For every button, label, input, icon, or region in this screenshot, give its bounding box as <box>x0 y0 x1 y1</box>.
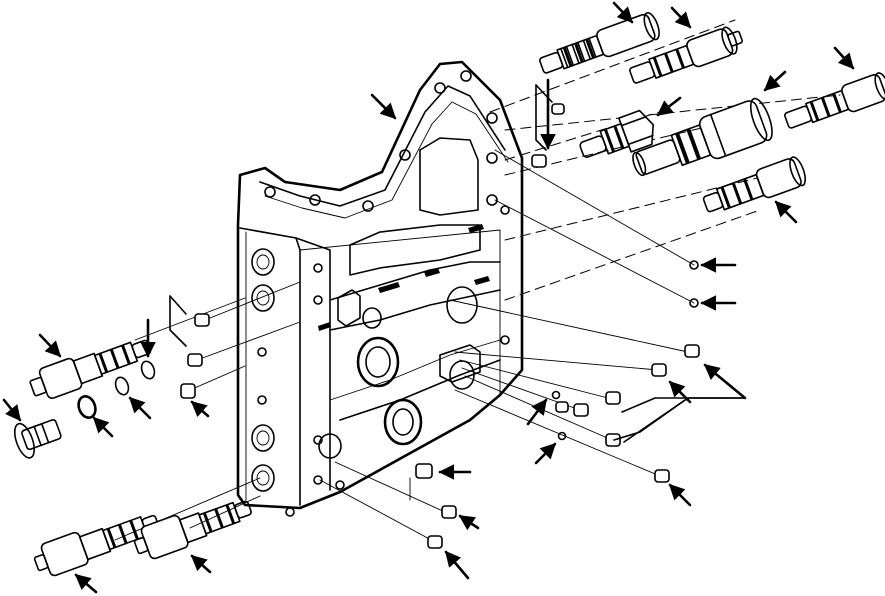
callout-arrow-oring-3 <box>92 416 114 438</box>
callout-arrow-solenoid-2 <box>670 6 692 29</box>
solenoid-valve-top-center <box>629 26 744 84</box>
leader-brackets <box>169 84 746 443</box>
callout-arrows <box>2 1 855 594</box>
callout-arrow-plug-r1 <box>703 363 747 400</box>
callout-arrow-sensor <box>656 96 682 117</box>
callout-arrow-solenoid-l1 <box>38 333 62 358</box>
solenoid-valve-top-left <box>539 12 660 74</box>
solenoid-valve-right <box>702 156 807 213</box>
callout-arrow-solenoid-4 <box>774 200 798 224</box>
callout-arrow-solenoid-3 <box>833 46 855 70</box>
callout-arrow-solenoid-l2 <box>74 573 98 594</box>
orifice-plugs-left <box>180 313 210 399</box>
callout-arrow-plug-l <box>2 398 22 422</box>
callout-arrow-plug-l2 <box>190 400 210 418</box>
pressure-regulator-valve <box>632 97 773 177</box>
check-balls <box>551 260 699 441</box>
valve-body <box>236 60 524 517</box>
orifice-plugs-top <box>531 103 565 168</box>
orifice-plugs-right <box>555 344 700 483</box>
solenoid-valve-left-upper <box>29 339 152 400</box>
callout-arrow-plug-r2 <box>668 380 692 404</box>
solenoid-valve-left-lower-b <box>133 500 252 560</box>
callout-arrow-plug-b3 <box>444 550 470 580</box>
pressure-sensor <box>579 109 654 158</box>
callout-arrow-ball-4 <box>526 398 548 426</box>
callout-arrow-plug-b2 <box>458 514 480 531</box>
callout-arrow-oring-2 <box>128 396 152 420</box>
callout-arrow-plug-r3 <box>668 483 692 507</box>
solenoid-valve-top-right <box>784 72 885 129</box>
callout-arrow-separator-plate <box>370 93 397 120</box>
o-rings <box>77 360 156 419</box>
callout-arrow-solenoid-1 <box>612 1 634 24</box>
callout-arrow-solenoid-l3 <box>190 554 212 574</box>
callout-arrow-ball-3 <box>534 442 557 465</box>
plug-left <box>13 419 62 459</box>
orifice-plugs-bottom <box>415 463 457 549</box>
assembly-centerlines <box>114 19 841 543</box>
solenoid-valve-left-lower-a <box>33 514 160 577</box>
callout-arrow-regulator <box>763 70 787 92</box>
